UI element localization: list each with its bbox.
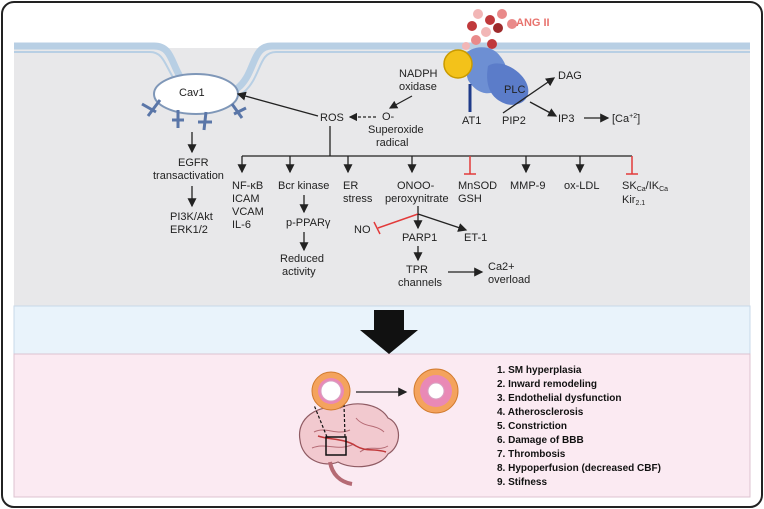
outcome-7: 7. Thrombosis xyxy=(497,449,566,460)
arrow-pip2-dag xyxy=(502,77,556,114)
reduced-line1: Reduced xyxy=(280,253,324,265)
no-label: NO xyxy=(354,224,371,236)
onoo-inhibit-bar xyxy=(373,221,381,235)
outcome-3: 3. Endothelial dysfunction xyxy=(497,393,621,404)
outcome-4: 4. Atherosclerosis xyxy=(497,407,584,418)
zoom-line-2 xyxy=(343,403,346,438)
nadph-oxidase-icon xyxy=(443,49,473,79)
cav1-label: Cav1 xyxy=(179,87,205,99)
er-line1: ER xyxy=(343,180,358,192)
onoo-line1: ONOO- xyxy=(397,180,435,192)
nfkb-label: NF-κB xyxy=(232,180,263,192)
bcr-kinase-label: Bcr kinase xyxy=(278,180,329,192)
vcam-label: VCAM xyxy=(232,206,264,218)
at1-label: AT1 xyxy=(462,115,481,127)
down-arrow-icon xyxy=(360,310,418,354)
outcome-1: 1. SM hyperplasia xyxy=(497,365,582,376)
outcome-6: 6. Damage of BBB xyxy=(497,435,584,446)
icam-label: ICAM xyxy=(232,193,260,205)
vessel-remodeled-icon xyxy=(413,368,459,414)
mnsod-label: MnSOD xyxy=(458,180,497,192)
superoxide-line3: radical xyxy=(376,137,408,149)
parp1-label: PARP1 xyxy=(402,232,437,244)
ca-overload-line1: Ca2+ xyxy=(488,261,515,273)
ros-label: ROS xyxy=(320,112,344,124)
tpr-line2: channels xyxy=(398,277,443,289)
ang-ii-molecules xyxy=(462,9,517,50)
egfr-line2: transactivation xyxy=(153,170,224,182)
outcomes-list: 1. SM hyperplasia 2. Inward remodeling 3… xyxy=(497,365,661,488)
kir-label: Kir2.1 xyxy=(622,194,645,207)
plc-label: PLC xyxy=(504,84,525,96)
bus-drops xyxy=(237,156,585,174)
arrow-nadph-superoxide xyxy=(388,95,413,109)
egfr-line1: EGFR xyxy=(178,157,209,169)
plc-enzyme xyxy=(487,63,529,105)
cav1-anchors xyxy=(141,99,247,131)
dag-label: DAG xyxy=(558,70,582,82)
zoom-line-1 xyxy=(313,404,328,438)
onoo-line2: peroxynitrate xyxy=(385,193,449,205)
gsh-label: GSH xyxy=(458,193,482,205)
nadph-line1: NADPH xyxy=(399,68,438,80)
inhibit-drops xyxy=(464,156,638,175)
outcome-5: 5. Constriction xyxy=(497,421,567,432)
pip2-label: PIP2 xyxy=(502,115,526,127)
arrow-plc-ip3 xyxy=(529,101,558,117)
ca-label: [Ca+2] xyxy=(612,113,640,125)
outcome-9: 9. Stifness xyxy=(497,477,547,488)
oxldl-label: ox-LDL xyxy=(564,180,599,192)
brain-icon xyxy=(298,403,400,486)
sk-ik-label: SKCa/IKCa xyxy=(622,180,668,193)
il6-label: IL-6 xyxy=(232,219,251,231)
superoxide-line1: O- xyxy=(382,111,395,123)
tpr-line1: TPR xyxy=(406,264,428,276)
mmp9-label: MMP-9 xyxy=(510,180,545,192)
onoo-inhibit-no xyxy=(377,213,419,229)
p-ppar-label: p-PPARγ xyxy=(286,217,331,229)
et1-label: ET-1 xyxy=(464,232,487,244)
vessel-healthy-icon xyxy=(311,371,351,411)
ip3-label: IP3 xyxy=(558,113,575,125)
reduced-line2: activity xyxy=(282,266,316,278)
er-line2: stress xyxy=(343,193,373,205)
nadph-line2: oxidase xyxy=(399,81,437,93)
ca-overload-line2: overload xyxy=(488,274,530,286)
superoxide-line2: Superoxide xyxy=(368,124,424,136)
ang-ii-label: ANG II xyxy=(516,17,550,29)
upper-panel xyxy=(14,48,750,306)
pi3k-akt: PI3K/Akt xyxy=(170,211,213,223)
erk12: ERK1/2 xyxy=(170,224,208,236)
outcome-8: 8. Hypoperfusion (decreased CBF) xyxy=(497,463,661,474)
arrow-onoo-et1 xyxy=(417,213,468,232)
outcome-2: 2. Inward remodeling xyxy=(497,379,597,390)
arrow-ros-cav1 xyxy=(236,91,319,117)
